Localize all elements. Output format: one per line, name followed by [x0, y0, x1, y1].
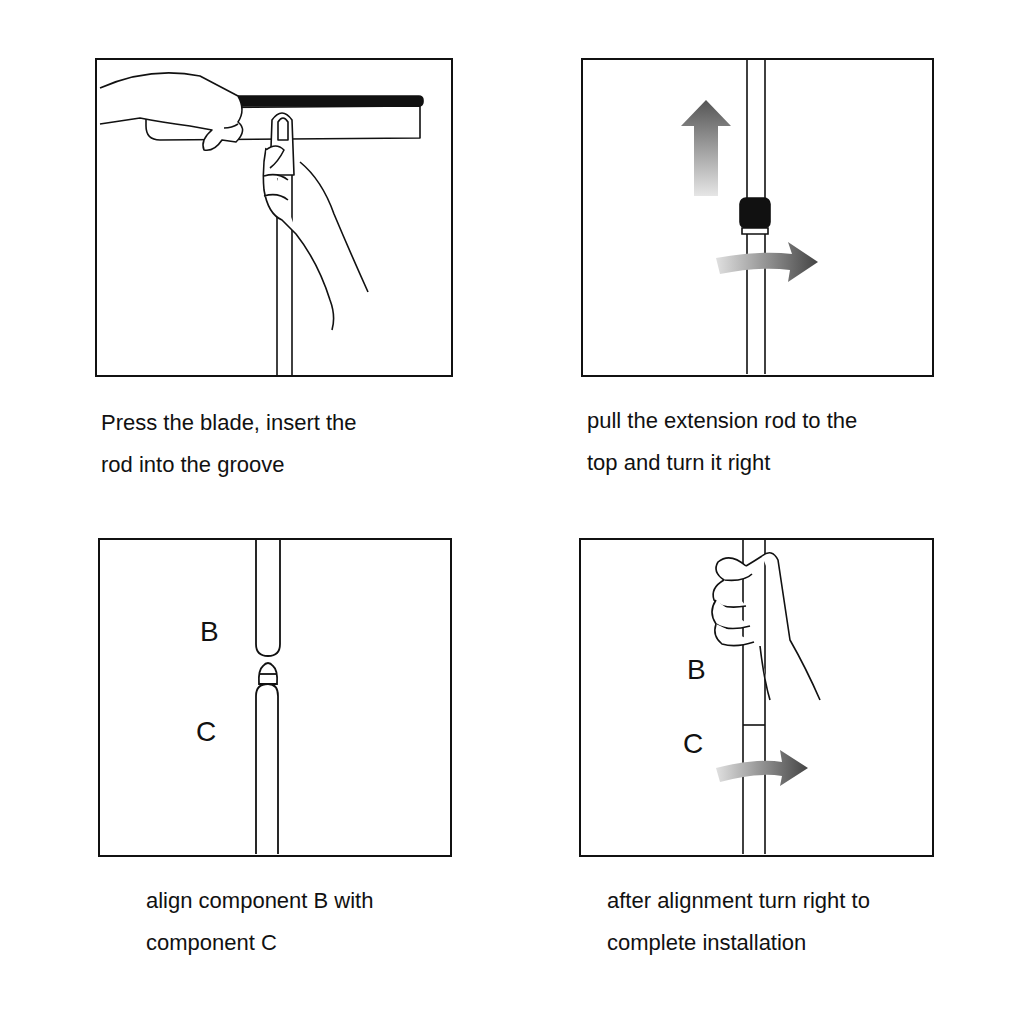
joined-rod-figure [712, 540, 820, 854]
pull-up-arrow [681, 100, 731, 196]
step-caption: pull the extension rod to the top and tu… [587, 400, 879, 484]
turn-right-arrow [716, 242, 818, 282]
step-panel: BCafter alignment turn right to complete… [579, 538, 934, 857]
component-label: C [196, 716, 216, 748]
component-label: C [683, 728, 703, 760]
step-panel: Press the blade, insert the rod into the… [95, 58, 453, 377]
step-panel: pull the extension rod to the top and tu… [581, 58, 934, 377]
step-caption: Press the blade, insert the rod into the… [101, 402, 373, 486]
component-label: B [687, 654, 706, 686]
step-caption: align component B with component C [146, 880, 408, 964]
blade-insert-figure [100, 73, 423, 376]
component-figure [256, 540, 280, 854]
turn-right-arrow [716, 750, 808, 786]
step-caption: after alignment turn right to complete i… [607, 880, 891, 964]
component-label: B [200, 616, 219, 648]
extension-rod-figure [740, 60, 770, 374]
step-panel: BCalign component B with component C [98, 538, 452, 857]
